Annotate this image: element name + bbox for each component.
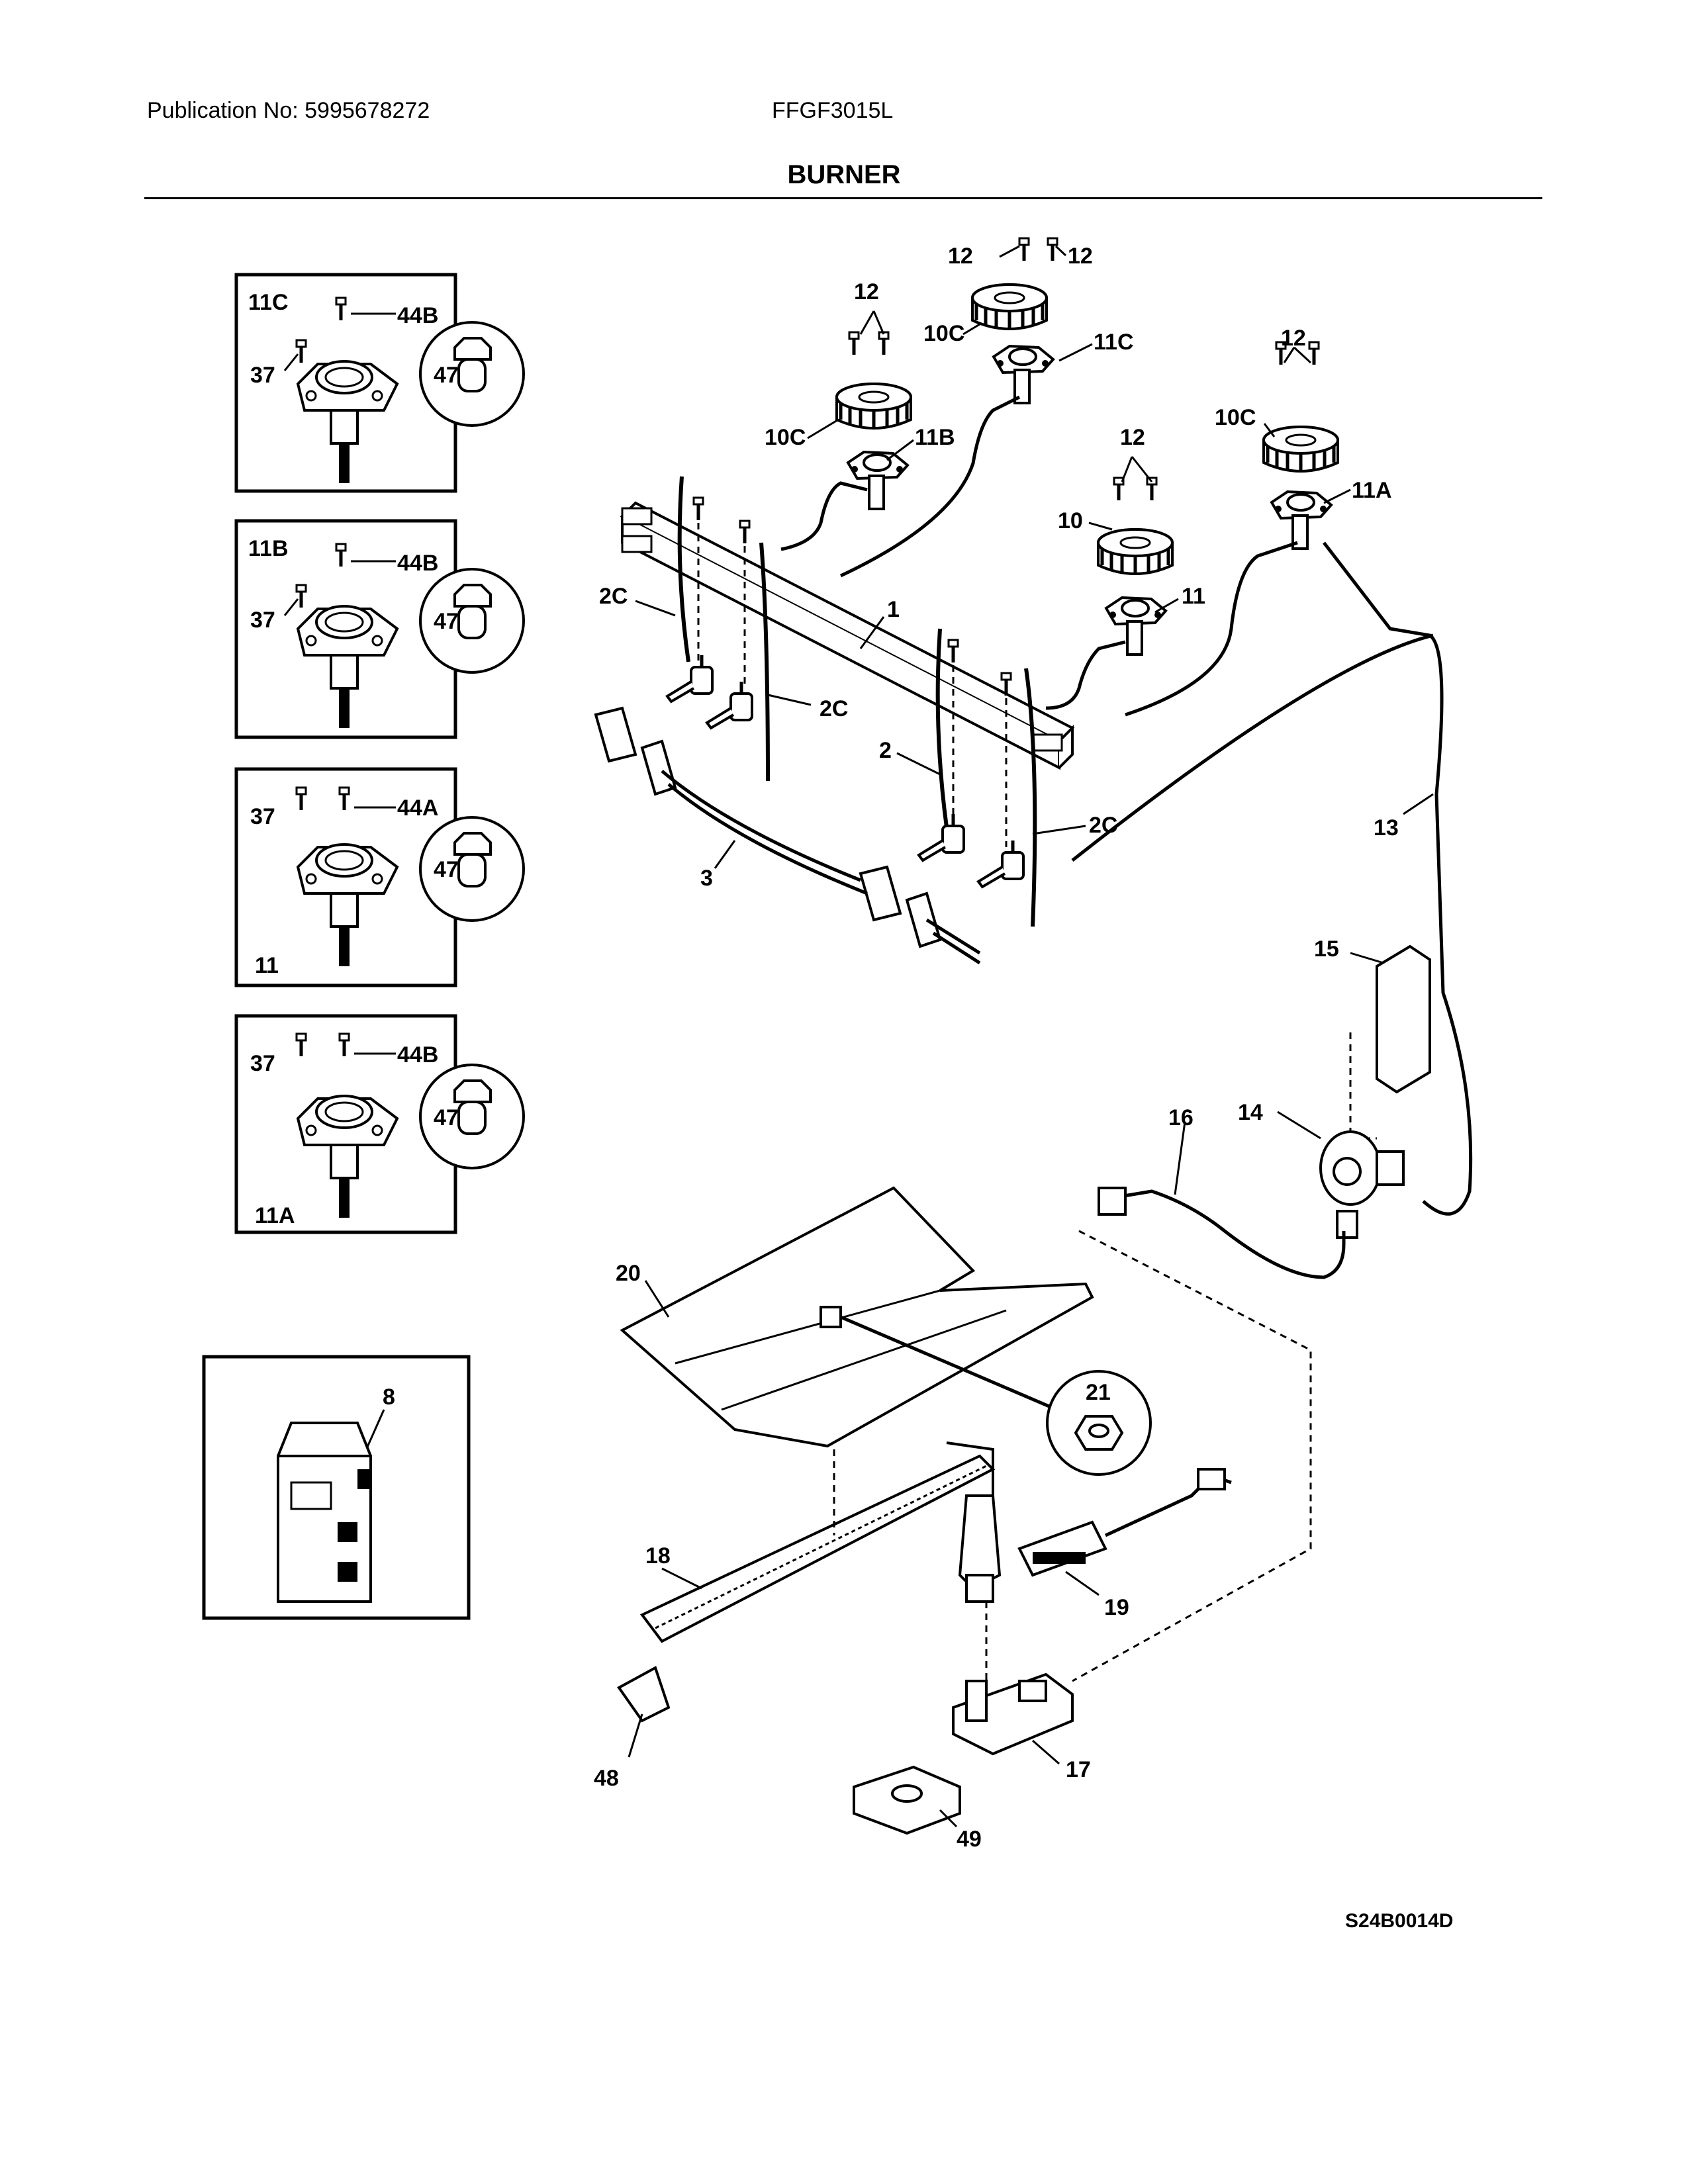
- inset-title-11a: 11A: [255, 1203, 295, 1228]
- inset-title-11: 11: [255, 953, 279, 978]
- callout-12: 12: [1120, 425, 1145, 450]
- label-44b: 44B: [397, 1042, 438, 1068]
- pressure-regulator: [1319, 944, 1431, 1239]
- callout-21: 21: [1086, 1380, 1111, 1405]
- callout-11a: 11A: [1352, 478, 1392, 503]
- callout-10: 10: [1058, 508, 1083, 533]
- label-37: 37: [250, 363, 275, 388]
- publication-number: Publication No: 5995678272: [147, 98, 430, 123]
- callout-2c: 2C: [1089, 813, 1117, 838]
- page-title: BURNER: [787, 160, 901, 189]
- label-44a: 44A: [397, 796, 438, 821]
- bracket-48: [617, 1666, 671, 1723]
- callout-15: 15: [1314, 936, 1339, 962]
- callout-20: 20: [616, 1261, 641, 1286]
- callout-14: 14: [1238, 1100, 1263, 1125]
- label-44b: 44B: [397, 303, 438, 328]
- callout-12: 12: [854, 279, 879, 304]
- callout-18: 18: [645, 1543, 671, 1569]
- manifold-assembly: [620, 501, 1075, 770]
- callout-2c: 2C: [820, 696, 848, 721]
- inset-title-11b: 11B: [248, 536, 289, 561]
- bake-burner: [639, 1441, 1002, 1643]
- callout-10c: 10C: [923, 321, 964, 346]
- valve-bracket: [594, 706, 981, 965]
- callout-2: 2: [879, 738, 892, 763]
- inset-11c: 11C 44B 37 47: [234, 273, 525, 493]
- diagram-code: S24B0014D: [1345, 1910, 1454, 1932]
- label-37: 37: [250, 804, 275, 829]
- callout-2c: 2C: [599, 584, 628, 609]
- label-47: 47: [434, 363, 459, 388]
- model-number: FFGF3015L: [772, 98, 894, 123]
- inset-8: 8: [202, 1355, 471, 1620]
- callout-12: 12: [1068, 244, 1093, 269]
- callout-11c: 11C: [1094, 330, 1134, 355]
- callout-49: 49: [957, 1827, 982, 1852]
- safety-valve: [952, 1672, 1074, 1756]
- callout-48: 48: [594, 1766, 619, 1791]
- label-37: 37: [250, 1051, 275, 1076]
- callout-1: 1: [887, 597, 900, 622]
- header-rule: [144, 197, 1542, 199]
- label-47: 47: [434, 609, 459, 634]
- label-44b: 44B: [397, 551, 438, 576]
- label-8: 8: [383, 1385, 395, 1410]
- callout-11: 11: [1182, 584, 1205, 609]
- callout-13: 13: [1374, 815, 1399, 841]
- heat-shield: [620, 1186, 1094, 1448]
- label-47: 47: [434, 857, 459, 882]
- callout-19: 19: [1104, 1595, 1129, 1620]
- igniter: [1017, 1468, 1232, 1577]
- inset-11b: 11B 44B 37 47: [234, 519, 525, 739]
- callout-17: 17: [1066, 1757, 1091, 1782]
- nut-21: [1046, 1370, 1152, 1476]
- callout-16: 16: [1168, 1105, 1194, 1130]
- inset-11a: 37 44B 47 11A: [234, 1014, 525, 1234]
- callout-10c: 10C: [765, 425, 806, 450]
- callout-12: 12: [948, 244, 973, 269]
- inset-title-11c: 11C: [248, 290, 289, 315]
- bracket-49: [853, 1765, 961, 1835]
- label-47: 47: [434, 1105, 459, 1130]
- callout-10c: 10C: [1215, 405, 1256, 430]
- label-37: 37: [250, 608, 275, 633]
- inset-11: 37 44A 47 11: [234, 767, 525, 987]
- callout-3: 3: [700, 866, 713, 891]
- callout-12: 12: [1281, 326, 1306, 351]
- callout-11b: 11B: [915, 425, 955, 450]
